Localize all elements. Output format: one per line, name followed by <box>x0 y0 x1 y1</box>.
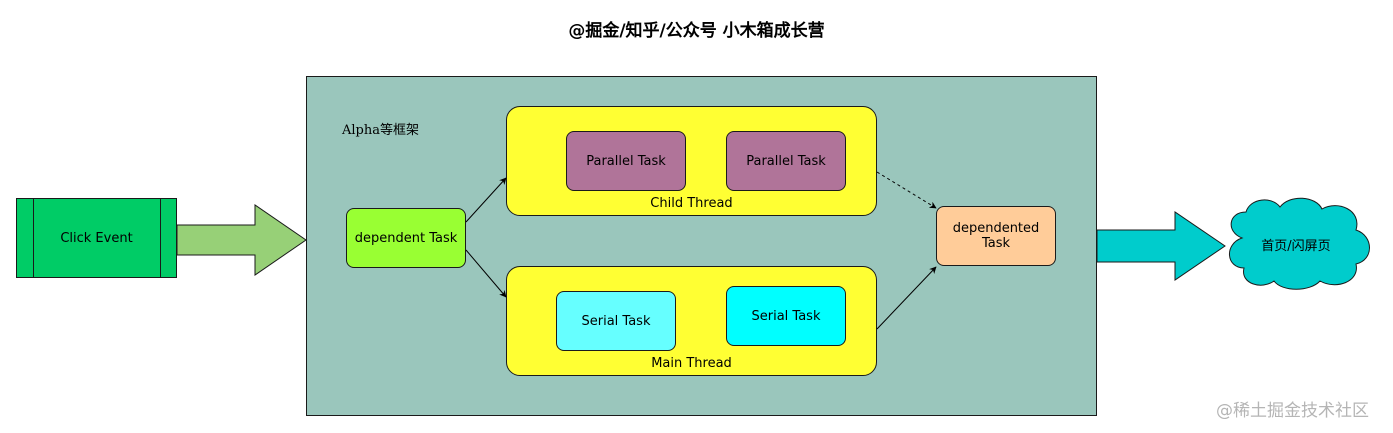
parallel-task-node-1: Parallel Task <box>566 131 686 191</box>
edge-dependent-to-child <box>465 177 507 223</box>
edge-dependent-to-main <box>465 249 507 298</box>
serial-task-node-1: Serial Task <box>556 291 676 351</box>
dependented-task-label: dependented Task <box>952 221 1040 251</box>
watermark-text: @稀土掘金技术社区 <box>1216 401 1369 421</box>
dependented-task-node: dependented Task <box>936 206 1056 266</box>
dependent-task-node: dependent Task <box>346 208 466 268</box>
click-event-label: Click Event <box>60 230 133 246</box>
parallel-task-label: Parallel Task <box>746 153 826 169</box>
framework-label: Alpha等框架 <box>342 123 419 138</box>
serial-task-node-2: Serial Task <box>726 286 846 346</box>
output-flow-arrow <box>1096 211 1226 281</box>
serial-task-label: Serial Task <box>581 313 651 329</box>
edge-main-to-dependented <box>876 266 937 330</box>
dependent-task-label: dependent Task <box>354 230 458 246</box>
destination-cloud-shape <box>1229 197 1370 290</box>
input-flow-arrow <box>176 204 307 276</box>
parallel-task-label: Parallel Task <box>586 153 666 169</box>
process-bar-left <box>33 199 34 277</box>
child-thread-label: Child Thread <box>650 196 733 211</box>
serial-task-label: Serial Task <box>751 308 821 324</box>
edge-child-to-dependented <box>876 171 937 209</box>
main-thread-label: Main Thread <box>651 356 732 371</box>
destination-label: 首页/闪屏页 <box>1261 239 1330 254</box>
process-bar-right <box>160 199 161 277</box>
diagram-title: @掘金/知乎/公众号 小木箱成长营 <box>568 21 825 41</box>
parallel-task-node-2: Parallel Task <box>726 131 846 191</box>
